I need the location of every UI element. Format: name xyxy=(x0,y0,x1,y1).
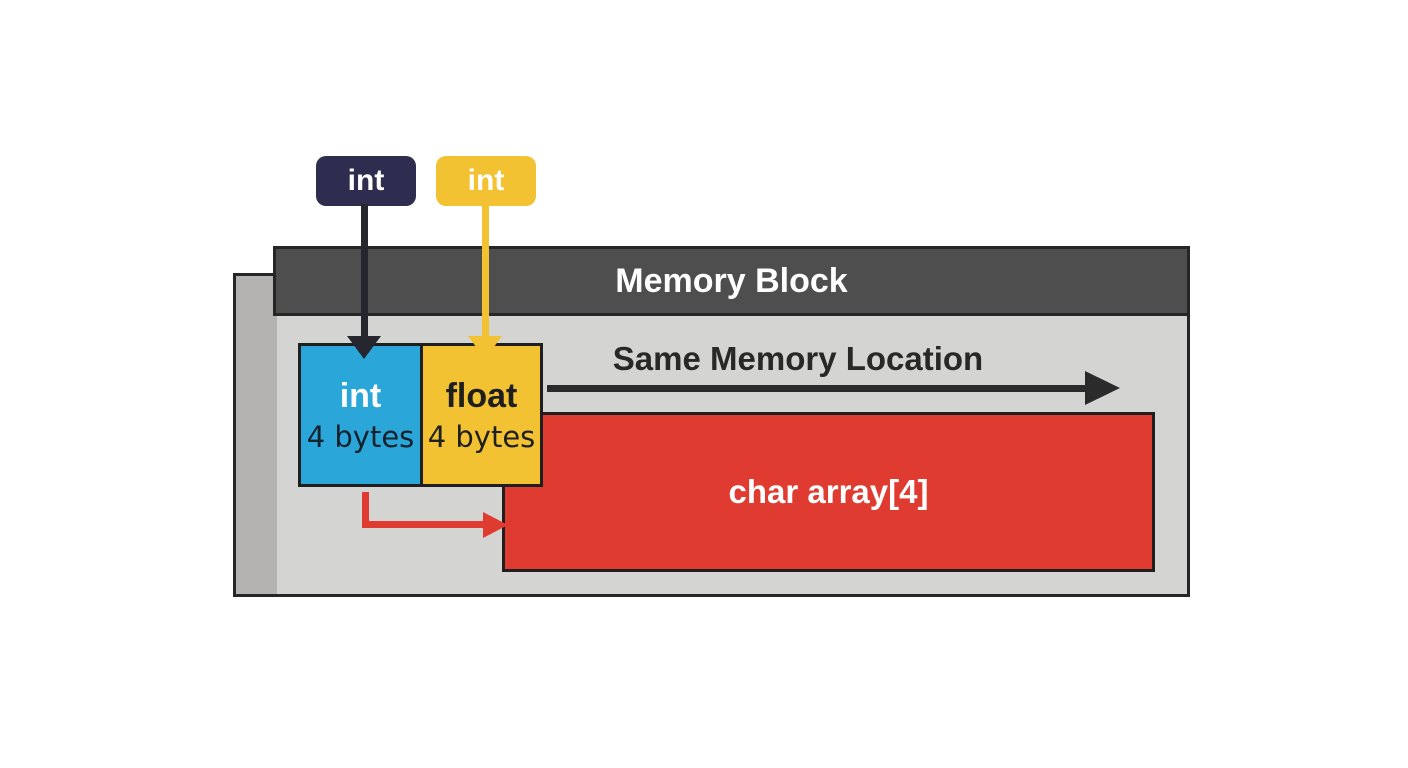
elbow-arrow-horizontal-stem xyxy=(362,521,484,528)
elbow-arrow-head xyxy=(483,512,508,538)
same-memory-location-label: Same Memory Location xyxy=(612,340,984,377)
same-memory-arrow-stem xyxy=(547,385,1087,392)
same-memory-arrow-head xyxy=(1085,371,1120,405)
pointer-badge-label: int xyxy=(347,164,385,197)
cell-type-label: int xyxy=(339,376,382,415)
down-arrow-dark-stem xyxy=(361,204,368,336)
cell-type-label: float xyxy=(445,376,518,415)
down-arrow-yellow-head xyxy=(468,336,502,359)
union-cell-float: float 4 bytes xyxy=(420,343,543,487)
cell-size-label: 4 bytes xyxy=(427,419,536,454)
elbow-arrow-vertical-stem xyxy=(362,492,369,528)
memory-block-header: Memory Block xyxy=(273,246,1190,316)
down-arrow-yellow-stem xyxy=(482,204,489,336)
char-array-label: char array[4] xyxy=(728,473,929,510)
pointer-badge-int-yellow: int xyxy=(436,156,536,206)
pointer-badge-int-dark: int xyxy=(316,156,416,206)
char-array-box: char array[4] xyxy=(502,412,1155,572)
pointer-badge-label: int xyxy=(467,164,505,197)
memory-block-title: Memory Block xyxy=(615,261,848,300)
union-cell-int: int 4 bytes xyxy=(298,343,423,487)
cell-size-label: 4 bytes xyxy=(306,419,415,454)
panel-left-spine xyxy=(236,276,277,594)
down-arrow-dark-head xyxy=(347,336,381,359)
